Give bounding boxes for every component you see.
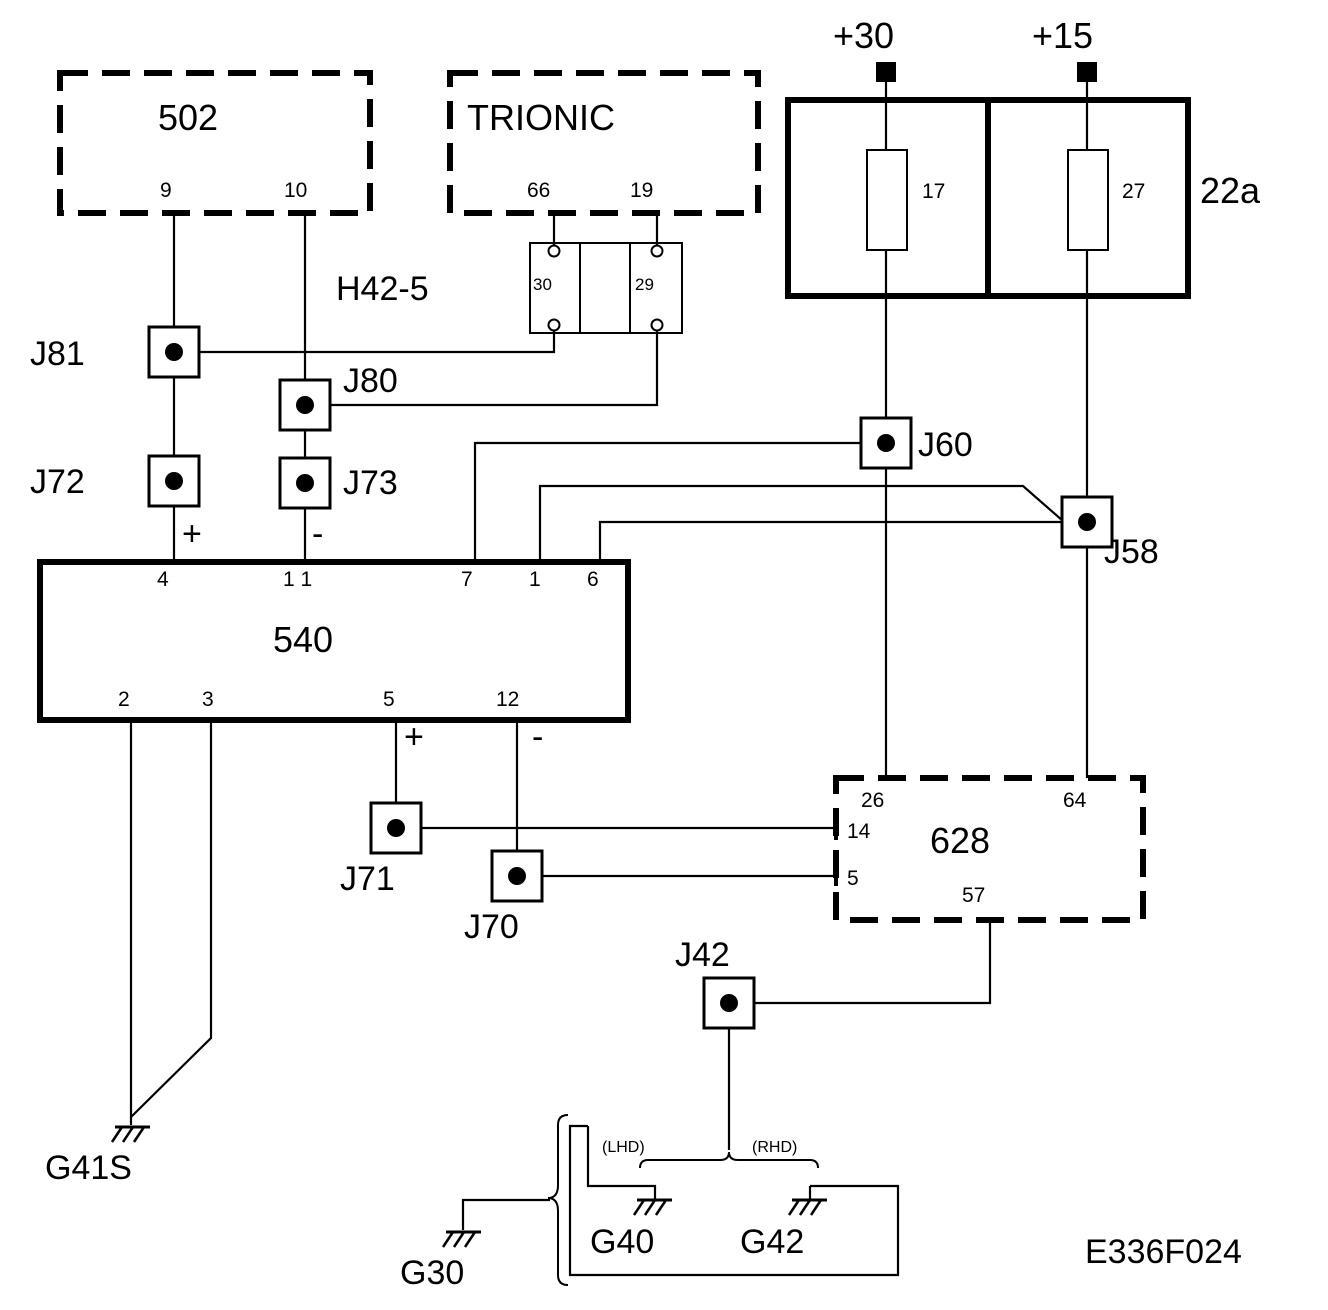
ground-label: G41S [45,1149,132,1187]
unit-502-name: 502 [158,97,218,138]
ground-label: G30 [400,1254,464,1292]
junction-label: J58 [1104,533,1159,571]
unit-628-name: 628 [930,820,990,861]
junction-label: J70 [464,908,519,946]
fuse-label: 27 [1122,180,1145,203]
connector-name: H42-5 [336,270,429,308]
unit-628-pin: 64 [1063,789,1087,812]
unit-540: 540 4 1 1 7 1 6 2 3 5 12 [37,559,631,723]
variant-lhd: (LHD) [602,1139,645,1156]
unit-trionic: TRIONIC 66 19 [447,70,761,216]
junction-j60: J60 [859,416,973,470]
wire-540-7-to-j60 [473,441,886,562]
unit-540-pin: 4 [157,568,169,591]
unit-540-pin: 3 [202,688,214,711]
ground-label: G40 [590,1223,654,1261]
connector-pin: 30 [533,275,552,294]
unit-628-pin: 14 [847,820,871,843]
wire-540-3-to-g41s [130,720,213,1118]
supply-terminal-15 [1077,62,1097,82]
junction-j58: J58 [1060,495,1159,571]
unit-540-pin: 12 [496,688,519,711]
fuse-label: 17 [922,180,945,203]
unit-540-pin: 2 [118,688,130,711]
unit-502-pin: 9 [160,179,172,202]
unit-628-pin: 5 [847,867,859,890]
ground-g42: G42 [740,1186,827,1261]
polarity-plus: + [182,515,202,553]
unit-540-name: 540 [273,619,333,660]
wire-j81-to-h42-30 [174,331,556,354]
ground-label: G42 [740,1223,804,1261]
wire-540-5-to-628-14 [394,720,836,830]
fusebox-22a: 17 27 22a [785,97,1261,299]
unit-628-pin: 26 [861,789,884,812]
polarity-plus: + [404,718,424,756]
wire-540-1-to-j58 [538,484,1087,562]
unit-540-pin: 6 [587,568,599,591]
junction-label: J42 [675,936,730,974]
wire-628-57-to-j42 [729,920,992,1005]
ground-g30: G30 [400,1230,481,1292]
wire-to-g40 [586,1126,657,1200]
unit-540-pin: 7 [461,568,473,591]
junction-label: J72 [30,463,85,501]
supply-label-30: +30 [833,15,894,56]
polarity-minus: - [532,718,543,756]
wire-j80-to-h42-29 [305,331,659,407]
junction-j80: J80 [278,362,398,432]
unit-628-pin: 57 [962,884,985,907]
connector-h42-5: 30 29 H42-5 [336,242,683,334]
polarity-minus: - [312,515,323,553]
junction-label: J71 [340,860,395,898]
variant-brace [639,1151,819,1169]
junction-j42: J42 [675,936,756,1030]
junction-j71: J71 [340,801,423,898]
ground-brace [547,1114,569,1286]
ground-g40: G40 [590,1198,672,1261]
unit-trionic-name: TRIONIC [467,97,615,138]
unit-540-pin: 1 [529,568,541,591]
fusebox-name: 22a [1200,170,1261,211]
unit-502: 502 9 10 [57,70,373,216]
junction-j70: J70 [464,849,544,946]
diagram-id: E336F024 [1085,1233,1242,1271]
unit-540-pin: 1 1 [283,568,312,591]
connector-pin: 29 [635,275,654,294]
junction-label: J80 [343,362,398,400]
junction-label: J60 [918,426,973,464]
unit-trionic-pin: 19 [630,179,653,202]
junction-j72: J72 [30,454,201,508]
junction-j81: J81 [30,325,201,379]
unit-502-pin: 10 [284,179,307,202]
unit-628: 628 26 64 14 5 57 [833,775,1146,923]
variant-rhd: (RHD) [752,1139,797,1156]
wire-to-g30 [461,1198,550,1230]
fuse-27 [1067,149,1109,251]
junction-label: J81 [30,335,85,373]
ground-g41s: G41S [45,1125,150,1187]
wire-540-12-to-628-5 [515,720,836,878]
junction-label: J73 [343,464,398,502]
junction-j73: J73 [278,456,398,510]
wire-540-6-to-j58 [598,520,1087,562]
supply-label-15: +15 [1032,15,1093,56]
wire-ground-bus [568,1124,900,1277]
supply-terminal-30 [876,62,896,82]
unit-trionic-pin: 66 [527,179,550,202]
fuse-17 [866,149,908,251]
unit-540-pin: 5 [383,688,395,711]
